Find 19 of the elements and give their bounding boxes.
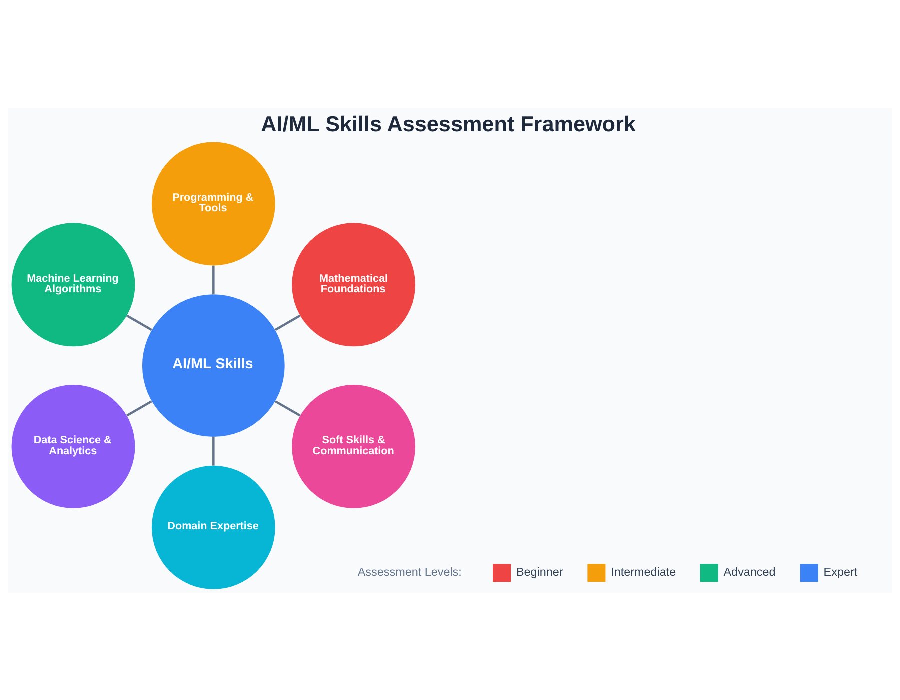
- node-circle: Soft Skills & Communication: [292, 384, 416, 508]
- connector: [212, 265, 215, 294]
- legend-label: Advanced: [724, 566, 776, 579]
- label: Assessment Levels:: [358, 566, 462, 579]
- connector: [274, 400, 301, 416]
- diagram-title: AI/ML Skills Assessment Framework: [261, 111, 636, 136]
- node-circle: Machine Learning Algorithms: [12, 222, 136, 346]
- node-circle: Data Science & Analytics: [12, 384, 136, 508]
- legend-label: Beginner: [516, 566, 564, 579]
- node-circle: Domain Expertise: [152, 465, 276, 589]
- legend-label: Intermediate: [611, 566, 676, 579]
- connector: [212, 436, 215, 466]
- node-circle: Mathematical Foundations: [292, 222, 416, 346]
- connector: [126, 314, 152, 331]
- connector: [274, 314, 301, 331]
- legend-label: Expert: [824, 566, 858, 579]
- node-circle: Programming & Tools: [152, 142, 276, 266]
- connector: [126, 400, 152, 416]
- node-circle: AI/ML Skills: [142, 294, 285, 437]
